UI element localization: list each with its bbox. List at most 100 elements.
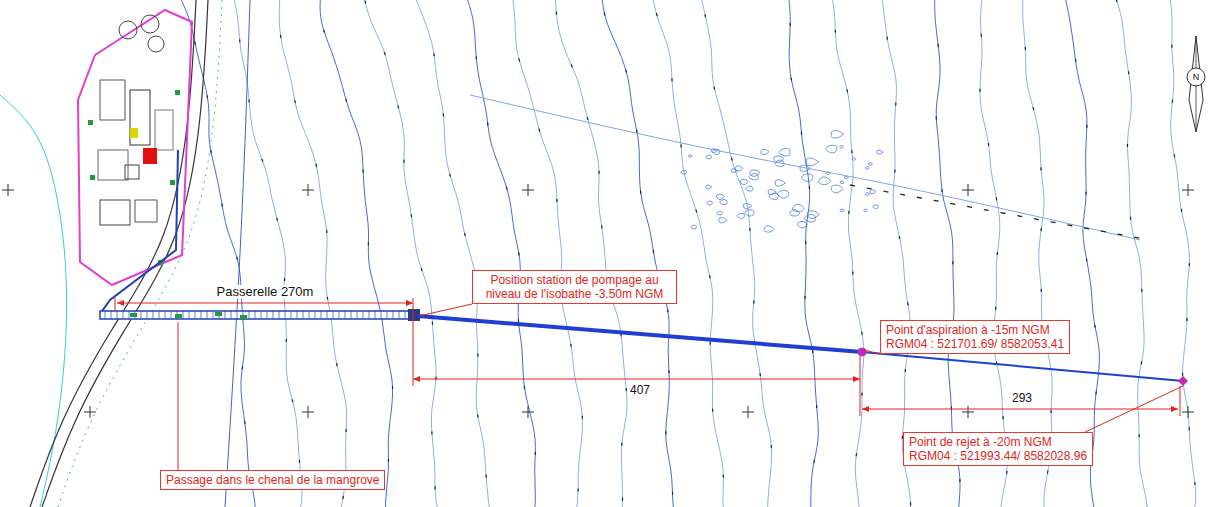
plant-building: [130, 90, 150, 145]
reef-contour: [790, 210, 800, 216]
contour-tick: [555, 0, 627, 507]
grid-cross: [1182, 406, 1194, 418]
plant-boundary: [78, 10, 192, 285]
reef-contour: [735, 166, 743, 171]
contour-lines: [177, 0, 1196, 507]
reef-contour: [870, 190, 876, 194]
reef-contour: [877, 150, 883, 154]
reef-contour: [806, 158, 818, 166]
reef-contour: [869, 163, 873, 166]
footbridge-rung: [279, 311, 280, 319]
vegetation: [170, 180, 175, 185]
footbridge-rung: [129, 311, 130, 319]
depth-contour: [555, 0, 627, 507]
vegetation: [240, 315, 247, 319]
footbridge-rung: [333, 311, 334, 319]
reef-contour: [764, 226, 774, 232]
reef-contour: [688, 155, 692, 158]
contour-tick: [601, 0, 675, 507]
extension-line: [115, 296, 116, 312]
reef-contour: [802, 174, 813, 182]
tank: [141, 15, 159, 33]
reef-contour: [719, 218, 727, 223]
callout-text: RGM04 : 521993.44/ 8582028.96: [909, 449, 1087, 463]
depth-contour: [881, 0, 911, 507]
outfall-point: [1178, 376, 1188, 386]
contour-tick: [788, 0, 818, 507]
callout-box: Point d'aspiration à -15m NGMRGM04 : 521…: [880, 320, 1070, 354]
intake-point: [858, 348, 866, 356]
plant-building: [100, 80, 125, 120]
callout-text: Point d'aspiration à -15m NGM: [886, 323, 1064, 337]
pipeline: [100, 150, 1188, 386]
reef-contour: [831, 185, 843, 193]
grid-cross: [1182, 184, 1194, 196]
depth-contour: [651, 0, 725, 507]
footbridge-rung: [141, 311, 142, 319]
mangrove-edge: [0, 95, 67, 507]
depth-contour: [788, 0, 818, 507]
contour-tick: [1023, 0, 1052, 507]
reef-contour: [720, 200, 727, 205]
contour-tick: [412, 0, 492, 507]
treatment-plant: [78, 10, 192, 285]
reef-contour: [819, 177, 831, 185]
dimension-arrow: [406, 300, 413, 306]
depth-contour: [279, 0, 346, 507]
footbridge-rung: [105, 311, 106, 319]
dimension-line: [413, 379, 860, 380]
footbridge-rung: [189, 311, 190, 319]
grid-cross: [2, 184, 14, 196]
reef-contour: [798, 222, 808, 228]
reef-contour: [831, 130, 843, 138]
plant-equipment: [143, 148, 157, 164]
footbridge-rung: [327, 311, 328, 319]
vegetation: [88, 120, 93, 125]
footbridge-rung: [363, 311, 364, 319]
dimension-label: 407: [628, 384, 652, 397]
depth-contour: [1113, 0, 1148, 507]
footbridge-rung: [381, 311, 382, 319]
intake-pipe: [418, 316, 862, 352]
contour-tick: [232, 0, 302, 507]
shoreline: [0, 0, 250, 507]
extension-line: [860, 356, 861, 416]
reef-contour: [716, 194, 724, 199]
footbridge-rung: [297, 311, 298, 319]
contour-tick: [320, 0, 392, 507]
footbridge-rung: [357, 311, 358, 319]
reef-edge-ticks: [850, 185, 1150, 240]
contour-tick: [651, 0, 725, 507]
reef-contour: [681, 170, 686, 174]
extension-line: [413, 298, 414, 386]
contour-tick: [881, 0, 911, 507]
footbridge-rung: [261, 311, 262, 319]
dimension-arrow: [117, 300, 124, 306]
grid-cross: [742, 406, 754, 418]
callout-text: Position station de pompage au niveau de…: [478, 273, 671, 301]
callout-text: RGM04 : 521701.69/ 8582053.41: [886, 337, 1064, 351]
callout-text: Point de rejet à -20m NGM: [909, 435, 1087, 449]
vegetation: [90, 175, 95, 180]
north-label: N: [1191, 72, 1202, 82]
reef-contour: [745, 210, 754, 216]
reef-contour: [707, 201, 713, 205]
reef-contour: [717, 211, 723, 215]
grid-cross: [522, 184, 534, 196]
depth-contour: [363, 0, 443, 507]
depth-contour: [320, 0, 392, 507]
footbridge-rung: [213, 311, 214, 319]
reef-contour: [778, 190, 789, 198]
dimension-lines: [115, 296, 1180, 416]
reef-contour: [840, 181, 844, 184]
plant-building: [155, 110, 173, 150]
outfall-pipe: [862, 352, 1183, 381]
footbridge: [100, 311, 416, 319]
footbridge-rung: [123, 311, 124, 319]
grid-cross: [962, 406, 974, 418]
depth-contour: [1063, 0, 1099, 507]
callout-box: Passage dans le chenal de la mangrove: [160, 470, 385, 490]
leader-line: [419, 304, 472, 316]
reef-contour: [691, 225, 697, 229]
